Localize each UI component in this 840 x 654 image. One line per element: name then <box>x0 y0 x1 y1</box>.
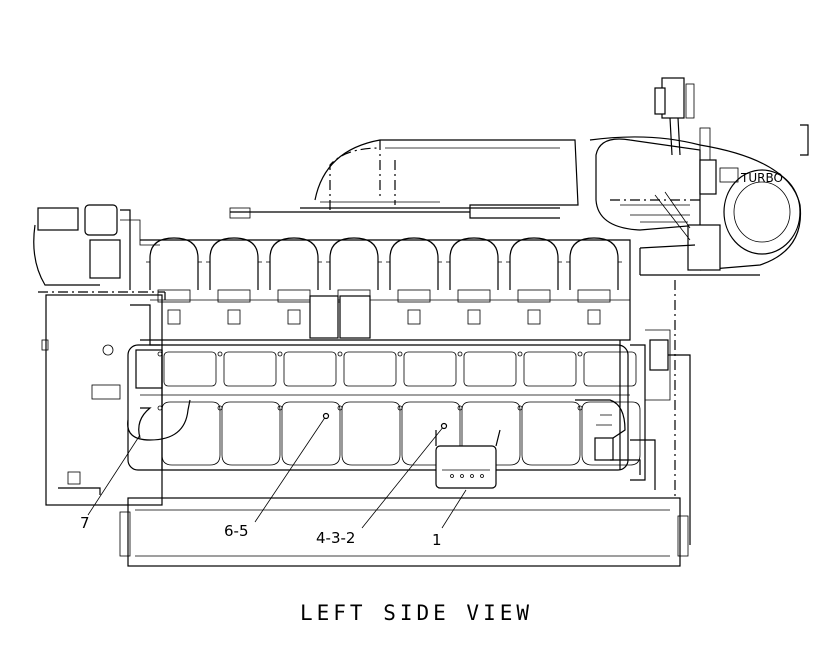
cylinder-head <box>386 237 442 325</box>
control-module <box>435 429 501 489</box>
block-panel <box>337 351 401 466</box>
view-caption: LEFT SIDE VIEW <box>300 601 533 625</box>
block-panel <box>157 351 221 466</box>
cylinder-heads <box>146 237 622 325</box>
block-panels <box>157 351 641 466</box>
block-panel <box>217 351 281 466</box>
upper-manifold <box>300 139 579 219</box>
callout-7: 7 <box>80 514 90 532</box>
block-panel <box>277 351 341 466</box>
cylinder-head <box>266 237 322 325</box>
turbocharger <box>589 77 809 276</box>
callout-6-5: 6-5 <box>224 522 249 540</box>
cylinder-head <box>566 237 622 325</box>
block-panel <box>517 351 581 466</box>
cylinder-head <box>506 237 562 325</box>
cylinder-head <box>446 237 502 325</box>
callout-leaders <box>87 412 467 529</box>
base-rail <box>119 497 689 567</box>
front-accessories <box>33 204 166 506</box>
block-panel <box>577 351 641 466</box>
cylinder-head <box>146 237 202 325</box>
turbo-label: TURBO <box>740 171 783 185</box>
callout-4-3-2: 4-3-2 <box>316 529 355 547</box>
engine-block <box>127 280 691 545</box>
cylinder-head <box>206 237 262 325</box>
head-row <box>140 207 631 341</box>
callout-1: 1 <box>432 531 442 549</box>
